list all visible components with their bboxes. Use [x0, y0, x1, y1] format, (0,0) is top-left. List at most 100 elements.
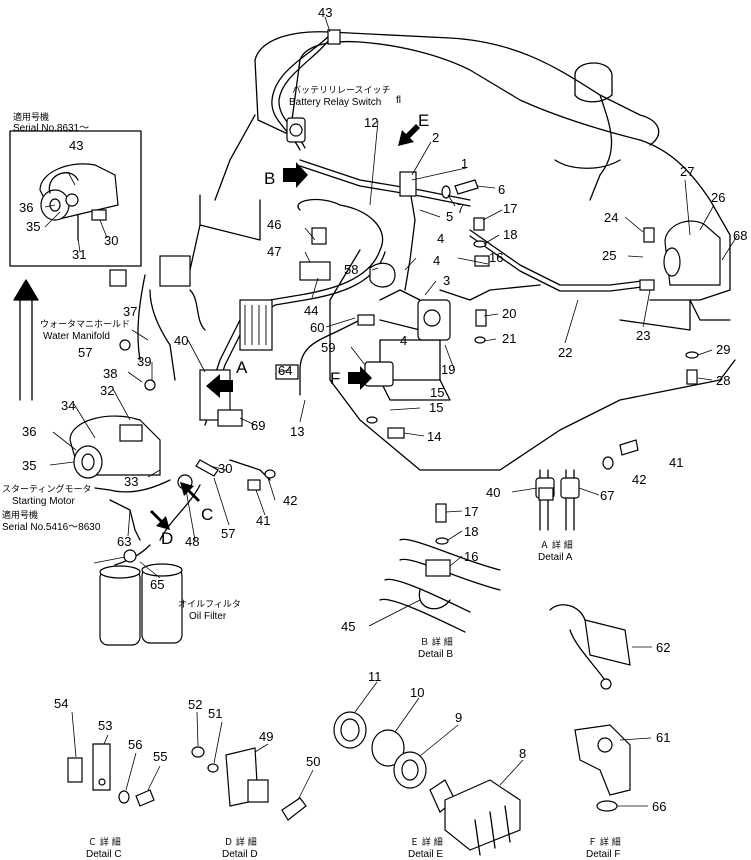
oil-filter-en: Oil Filter — [189, 611, 227, 622]
detail-f-jp: Ｆ 詳 細 — [588, 836, 621, 848]
view-arrows — [14, 124, 420, 530]
callout: 35 — [26, 219, 40, 234]
callout: 50 — [306, 754, 320, 769]
callout: 22 — [558, 345, 572, 360]
callout: 38 — [103, 366, 117, 381]
callout: 31 — [72, 247, 86, 262]
callout: 67 — [600, 488, 614, 503]
callout: 68 — [733, 228, 747, 243]
oil-filter-jp: オイルフィルタ — [178, 599, 241, 610]
serial-bottom-en: Serial No.5416～8630 — [2, 522, 101, 533]
callout: 17 — [464, 504, 478, 519]
callout: 42 — [283, 493, 297, 508]
callout: 2 — [432, 130, 439, 145]
callout: 46 — [267, 217, 281, 232]
callout: 37 — [123, 304, 137, 319]
callout: 66 — [652, 799, 666, 814]
detail-e-en: Detail E — [408, 849, 443, 860]
detail-c-en: Detail C — [86, 849, 122, 860]
arrow-a — [206, 374, 233, 398]
starting-motor-en: Starting Motor — [12, 496, 75, 507]
callout: 43 — [69, 138, 83, 153]
callout: 65 — [150, 577, 164, 592]
callout: 57 — [221, 526, 235, 541]
callout: 30 — [218, 461, 232, 476]
callout: 49 — [259, 729, 273, 744]
callout: 58 — [344, 262, 358, 277]
callout: 36 — [22, 424, 36, 439]
detail-e-drawing — [333, 711, 521, 856]
starting-motor-jp: スターティングモータ — [2, 483, 91, 495]
callout: 69 — [251, 418, 265, 433]
callout: 30 — [104, 233, 118, 248]
callout: 9 — [455, 710, 462, 725]
callout: 61 — [656, 730, 670, 745]
detail-c-drawing — [67, 743, 155, 807]
detail-b-en: Detail B — [418, 649, 453, 660]
callout: 17 — [503, 201, 517, 216]
callout: 48 — [185, 534, 199, 549]
view-letter-c: C — [201, 505, 213, 524]
callout: 8 — [519, 746, 526, 761]
callout: 4 — [400, 333, 407, 348]
arrow-e — [398, 124, 420, 146]
detail-d-en: Detail D — [222, 849, 258, 860]
detail-f-drawing — [549, 604, 631, 812]
engine-outline — [189, 31, 736, 471]
inset-serial-top — [9, 130, 142, 401]
callout: 10 — [410, 685, 424, 700]
callout: 42 — [632, 472, 646, 487]
water-manifold-jp: ウォータマニホールド — [40, 319, 130, 330]
callout: 6 — [498, 182, 505, 197]
battery-relay-switch-jp: バッテリリレースイッチ — [292, 85, 391, 96]
arrow-f — [348, 366, 372, 390]
view-letter-b: B — [264, 169, 275, 188]
callout: 1 — [461, 156, 468, 171]
callout: 16 — [464, 549, 478, 564]
callout: 19 — [441, 362, 455, 377]
view-letter-e: E — [418, 111, 429, 130]
callout: 51 — [208, 706, 222, 721]
serial-top-jp: 適用号機 — [13, 111, 49, 123]
callout: 41 — [256, 513, 270, 528]
callout: 20 — [502, 306, 516, 321]
callout: 16 — [489, 250, 503, 265]
callout: 62 — [656, 640, 670, 655]
callout: 7 — [457, 201, 464, 216]
callout: 15 — [429, 400, 443, 415]
callout: 25 — [602, 248, 616, 263]
view-letter-labels: B E A F C D — [161, 111, 429, 548]
callout: 40 — [486, 485, 500, 500]
callout: 52 — [188, 697, 202, 712]
callout: 54 — [54, 696, 68, 711]
detail-b-jp: Ｂ 詳 細 — [420, 636, 453, 648]
callout: 55 — [153, 749, 167, 764]
callout: 60 — [310, 320, 324, 335]
callout: 40 — [174, 333, 188, 348]
arrow-up-inset — [14, 280, 38, 300]
callout: 12 — [364, 115, 378, 130]
detail-c-jp: Ｃ 詳 細 — [88, 836, 121, 848]
view-letter-d: D — [161, 529, 173, 548]
detail-b-drawing — [379, 503, 501, 633]
callout: 59 — [321, 340, 335, 355]
callout: 4 — [433, 253, 440, 268]
detail-e-jp: Ｅ 詳 細 — [410, 836, 443, 848]
callout: 64 — [278, 363, 292, 378]
callout: 32 — [100, 383, 114, 398]
callout: 53 — [98, 718, 112, 733]
main-parts — [69, 29, 721, 646]
text-labels: バッテリリレースイッチ Battery Relay Switch fl 適用号機… — [2, 85, 621, 860]
view-letter-f: F — [330, 369, 340, 388]
callout: 41 — [669, 455, 683, 470]
callout: 14 — [427, 429, 441, 444]
callout: 35 — [22, 458, 36, 473]
callout: 28 — [716, 373, 730, 388]
callout: 24 — [604, 210, 618, 225]
arrow-d — [150, 510, 170, 530]
arrow-c — [180, 482, 200, 502]
callout: 47 — [267, 244, 281, 259]
callout-numbers: 1 2 3 4 4 4 5 6 7 8 9 10 11 12 13 14 15 … — [19, 5, 747, 814]
callout: 5 — [446, 209, 453, 224]
